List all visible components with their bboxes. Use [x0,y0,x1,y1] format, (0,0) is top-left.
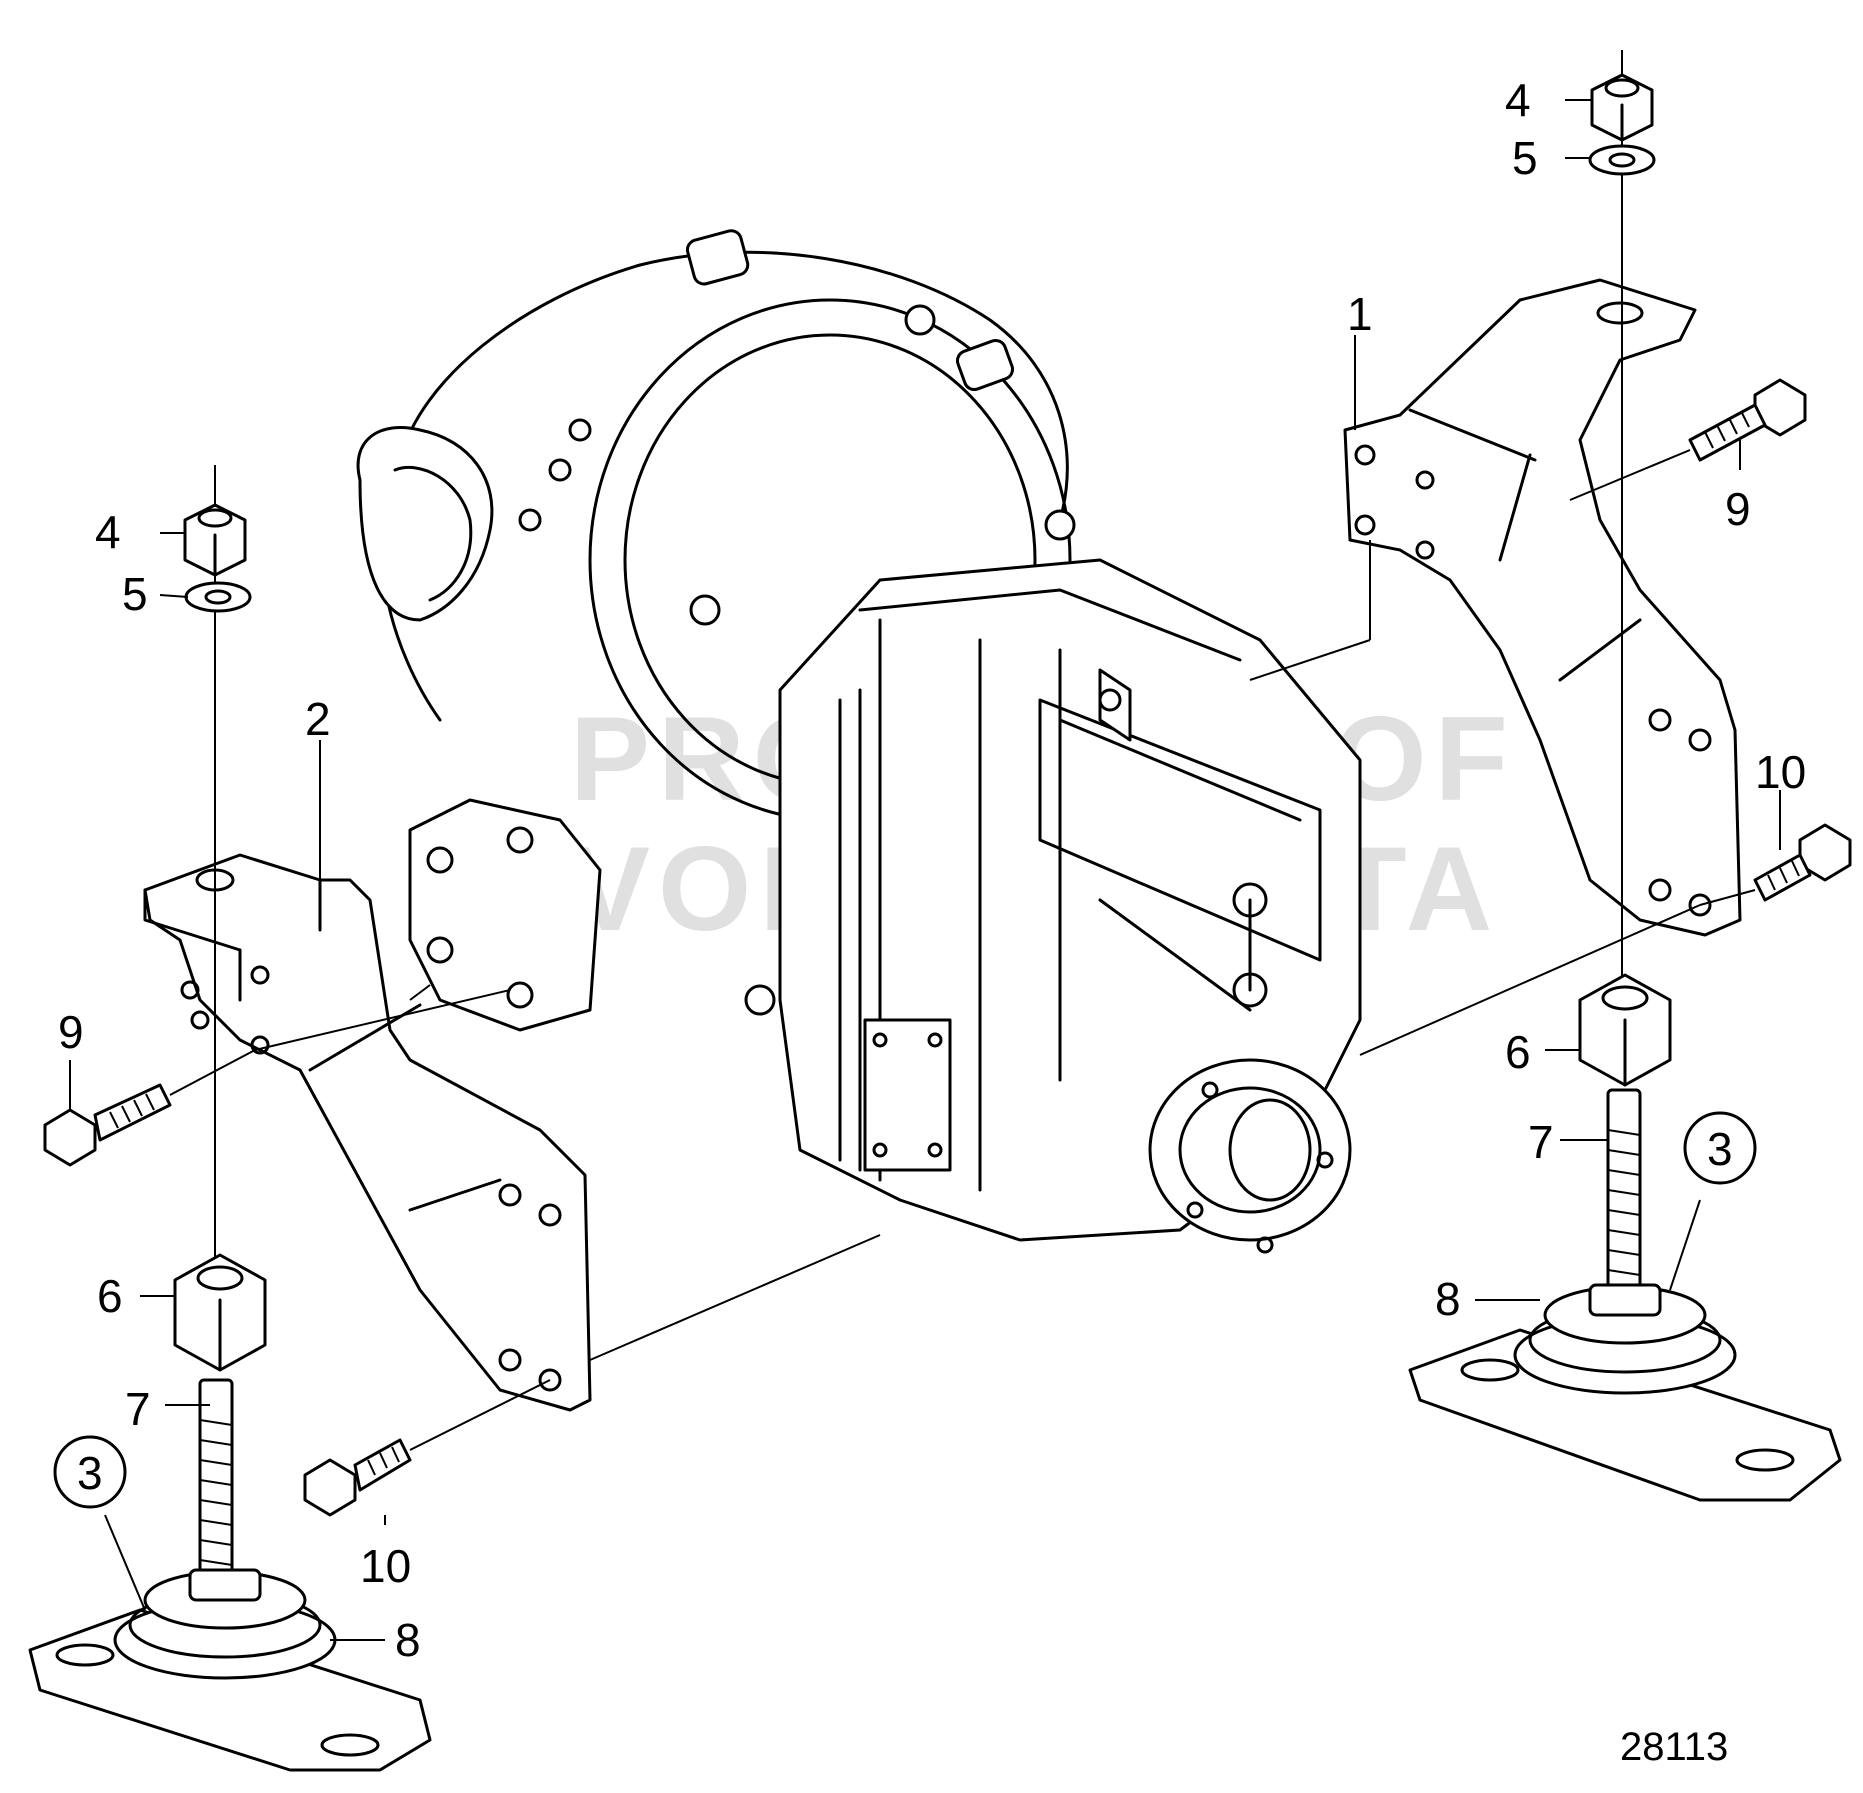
nut-icon [173,1253,267,1372]
callout-5-right: 5 [1512,132,1538,184]
svg-text:3: 3 [1707,1123,1733,1175]
callout-4-left: 4 [95,506,121,558]
callout-2: 2 [305,693,331,745]
left-mounting-bracket [143,853,592,1412]
callout-9-right: 9 [1725,483,1751,535]
callout-10-left: 10 [360,1540,411,1592]
callout-7-left: 7 [125,1383,151,1435]
right-screw-10 [1699,823,1852,906]
callout-6-right: 6 [1505,1026,1531,1078]
callout-8-left: 8 [395,1614,421,1666]
washer-icon [1588,144,1656,176]
callouts: 1 2 3 3 4 4 5 5 6 6 7 7 8 8 9 9 10 10 [53,74,1806,1666]
gearbox-housing [356,229,1362,1254]
rubber-mount-icon [1408,1283,1842,1502]
leader-lines [69,99,1781,1641]
nut-icon [1578,973,1672,1087]
callout-7-right: 7 [1528,1116,1554,1168]
drawing-number: 28113 [1620,1725,1728,1769]
left-screw-9 [43,1049,256,1167]
callout-3-left: 3 [53,1435,127,1509]
svg-text:3: 3 [77,1447,103,1499]
right-mounting-bracket [1343,278,1742,937]
guide-lines [254,540,1701,1361]
nut-icon [183,503,247,577]
callout-6-left: 6 [97,1270,123,1322]
right-fastener-stack [1408,50,1842,1502]
callout-3-right: 3 [1683,1111,1757,1185]
callout-10-right: 10 [1755,746,1806,798]
left-fastener-stack [28,465,432,1772]
stud-icon [198,1378,234,1582]
stud-icon [1606,1088,1642,1292]
right-screw-9 [1569,378,1807,501]
nut-icon [1590,73,1654,142]
rubber-mount-icon [28,1568,432,1772]
callout-9-left: 9 [58,1006,84,1058]
callout-8-right: 8 [1435,1273,1461,1325]
callout-5-left: 5 [122,568,148,620]
callout-4-right: 4 [1505,74,1531,126]
washer-icon [184,581,252,613]
left-screw-10 [303,1379,551,1517]
callout-1: 1 [1347,288,1373,340]
